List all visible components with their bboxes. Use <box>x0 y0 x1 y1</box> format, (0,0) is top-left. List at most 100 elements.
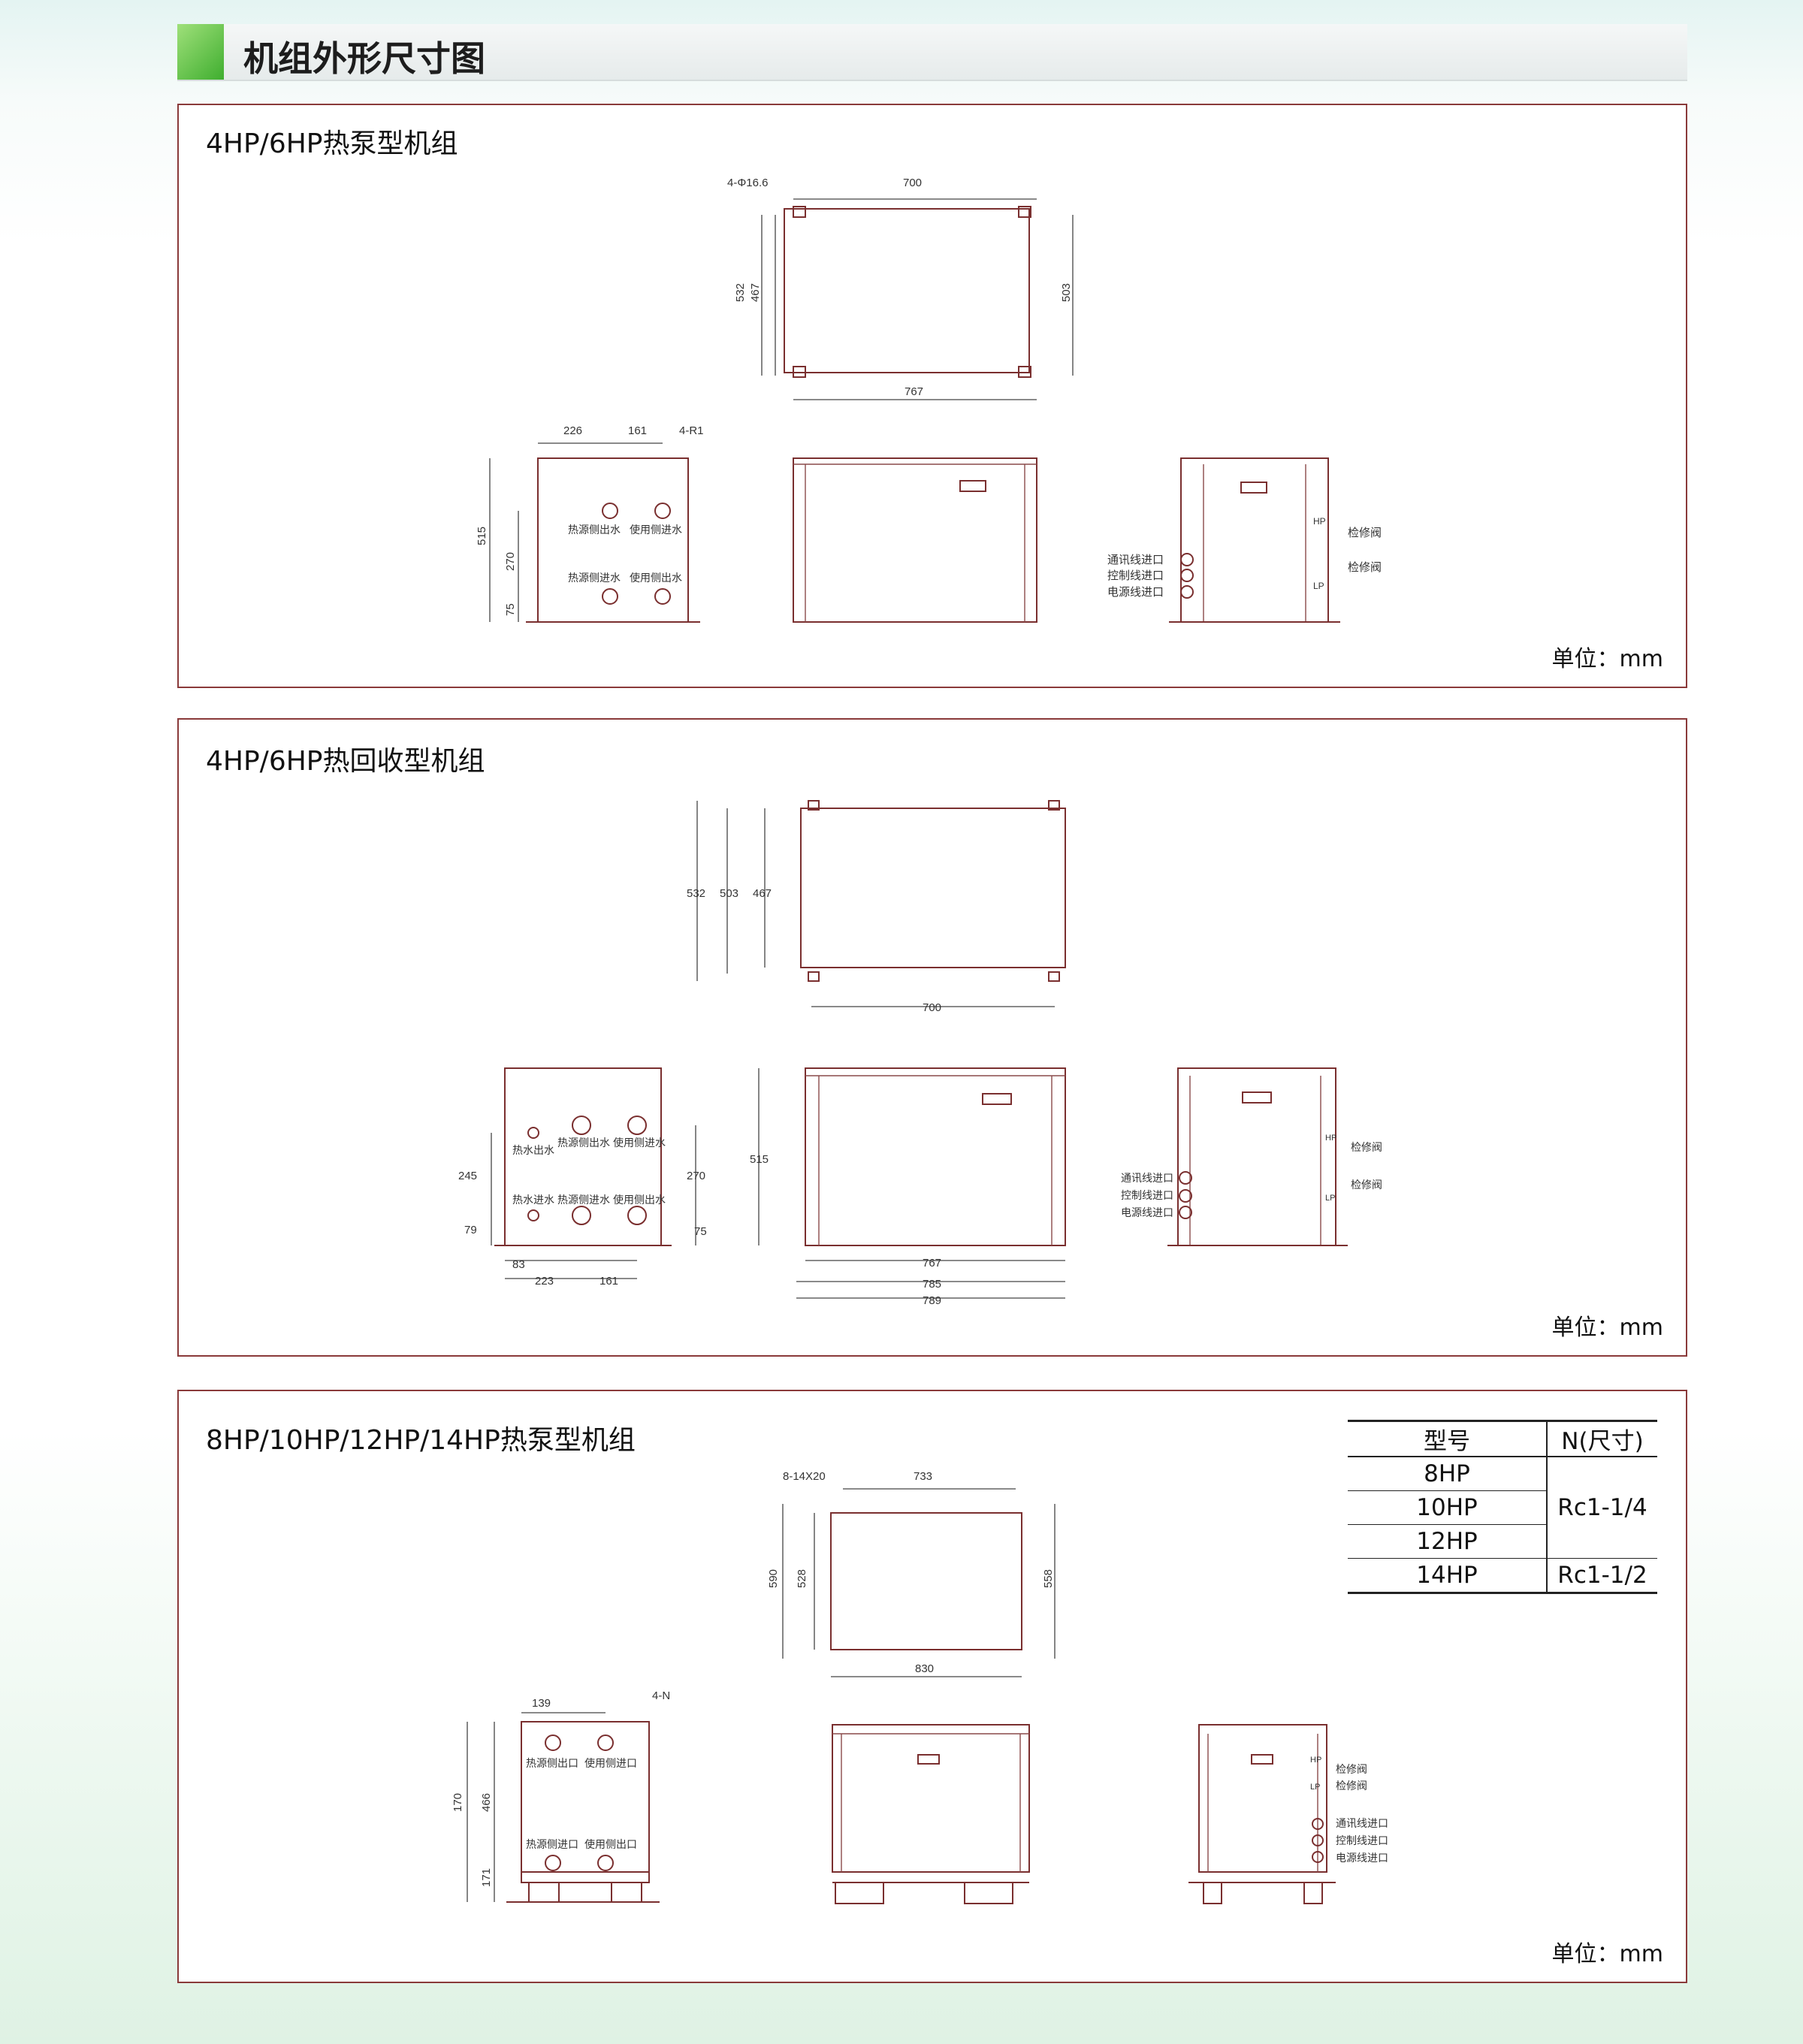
side-label: 检修阀 <box>1348 527 1382 539</box>
dim-label: 161 <box>599 1275 618 1288</box>
top-view: 4-Φ16.6 700 532 467 503 767 <box>727 177 1074 400</box>
port-label: 热源侧进口 <box>526 1838 578 1850</box>
dim-label: 733 <box>914 1470 932 1483</box>
side-label: 电源线进口 <box>1121 1206 1173 1218</box>
side-view <box>832 1724 1030 1904</box>
dim-label: 75 <box>694 1225 707 1238</box>
dim-label: 223 <box>535 1275 554 1288</box>
side-label: HP <box>1310 1756 1321 1765</box>
spec-header-model: 型号 <box>1348 1420 1548 1457</box>
port-label: 使用侧进水 <box>630 524 682 536</box>
dim-label: 270 <box>687 1170 705 1182</box>
dim-label: 515 <box>750 1153 769 1166</box>
side-label: 电源线进口 <box>1336 1852 1388 1864</box>
dim-label: 4-R1 <box>679 424 704 437</box>
dim-label: 226 <box>563 424 582 437</box>
dim-label: 79 <box>464 1224 477 1236</box>
drawing-heat-recovery-4-6hp: 532 503 467 700 245 270 79 75 83 223 161… <box>458 800 1382 1307</box>
end-view: 通讯线进口 控制线进口 电源线进口 检修阀 检修阀 HP LP <box>1121 1067 1382 1246</box>
side-label: LP <box>1325 1194 1335 1203</box>
panel-heat-recovery-4-6hp: 4HP/6HP热回收型机组 532 503 467 700 245 <box>177 718 1687 1357</box>
spec-size: Rc1-1/4 <box>1547 1457 1657 1559</box>
spec-model: 10HP <box>1348 1490 1548 1525</box>
end-view: 检修阀 检修阀 通讯线进口 控制线进口 电源线进口 HP LP <box>1188 1724 1388 1904</box>
dim-label: 270 <box>504 552 517 571</box>
front-view: 139 4-N 170 466 171 热源侧出口 使用侧进口 热源侧进口 使用… <box>452 1689 670 1903</box>
dim-label: 767 <box>923 1257 941 1270</box>
dim-label: 789 <box>923 1294 941 1307</box>
dim-label: 532 <box>687 887 705 900</box>
port-label: 热水进水 <box>512 1194 554 1206</box>
dim-label: 503 <box>720 887 738 900</box>
spec-size: Rc1-1/2 <box>1547 1558 1657 1594</box>
dim-label: 83 <box>512 1258 525 1271</box>
unit-label: 单位：mm <box>1551 1941 1663 1967</box>
side-label: LP <box>1310 1783 1320 1792</box>
panel-title: 4HP/6HP热回收型机组 <box>206 746 485 777</box>
unit-label: 单位：mm <box>1551 1315 1663 1341</box>
side-label: 检修阀 <box>1336 1780 1367 1792</box>
dim-label: 139 <box>532 1697 551 1710</box>
unit-label: 单位：mm <box>1551 646 1663 672</box>
port-label: 使用侧出水 <box>613 1194 666 1206</box>
port-label: 热源侧出口 <box>526 1757 578 1769</box>
dim-label: 785 <box>923 1278 941 1291</box>
port-label: 使用侧出水 <box>630 572 682 584</box>
port-label: 热源侧进水 <box>557 1194 610 1206</box>
port-label: 使用侧进水 <box>613 1137 666 1149</box>
side-label: 通讯线进口 <box>1107 554 1164 566</box>
drawing-heat-pump-8-14hp: 8-14X20 733 590 528 558 830 139 4-N 170 … <box>452 1470 1388 1904</box>
dim-label: 466 <box>480 1793 493 1812</box>
end-view: 通讯线进口 控制线进口 电源线进口 检修阀 检修阀 HP LP <box>1107 457 1382 623</box>
dim-label: 75 <box>504 603 517 616</box>
port-label: 热源侧进水 <box>568 572 621 584</box>
side-label: HP <box>1325 1134 1336 1143</box>
dim-label: 528 <box>796 1569 808 1588</box>
port-label: 使用侧出口 <box>584 1838 637 1850</box>
panel-heat-pump-4-6hp: 4HP/6HP热泵型机组 4-Φ16.6 700 532 467 503 767 <box>177 104 1687 688</box>
dim-label: 4-Φ16.6 <box>727 177 769 189</box>
dim-label: 161 <box>628 424 647 437</box>
spec-header-size: N(尺寸) <box>1547 1420 1657 1457</box>
port-label: 热源侧出水 <box>557 1137 610 1149</box>
top-view: 532 503 467 700 <box>687 800 1066 1014</box>
top-view: 8-14X20 733 590 528 558 830 <box>767 1470 1056 1677</box>
spec-model: 14HP <box>1348 1558 1548 1594</box>
dim-label: 700 <box>923 1001 941 1014</box>
side-label: 通讯线进口 <box>1336 1817 1388 1829</box>
side-label: 控制线进口 <box>1336 1834 1388 1846</box>
dim-label: 170 <box>452 1793 464 1812</box>
dim-label: 245 <box>458 1170 477 1182</box>
side-view <box>793 457 1037 623</box>
dim-label: 532 <box>734 283 747 302</box>
dim-label: 515 <box>476 527 488 545</box>
dim-label: 467 <box>753 887 772 900</box>
spec-model: 8HP <box>1348 1457 1548 1491</box>
page-title: 机组外形尺寸图 <box>243 38 485 79</box>
side-label: 检修阀 <box>1351 1141 1382 1153</box>
side-label: HP <box>1313 516 1326 527</box>
spec-model: 12HP <box>1348 1524 1548 1559</box>
dim-label: 590 <box>767 1569 780 1588</box>
dim-label: 4-N <box>652 1689 670 1702</box>
spec-table: 型号 N(尺寸) 8HP Rc1-1/4 10HP 12HP 14HP Rc1-… <box>1348 1420 1657 1594</box>
front-view: 245 270 79 75 83 223 161 热水出水 热源侧出水 使用侧进… <box>458 1067 707 1288</box>
side-label: 电源线进口 <box>1107 586 1164 599</box>
side-label: 通讯线进口 <box>1121 1172 1173 1184</box>
port-label: 热源侧出水 <box>568 524 621 536</box>
side-view: 515 767 785 789 <box>750 1067 1066 1307</box>
front-view: 226 161 4-R1 515 270 75 热源侧出水 使用侧进水 热源侧进… <box>476 424 704 623</box>
panel-heat-pump-8-14hp: 8HP/10HP/12HP/14HP热泵型机组 型号 N(尺寸) 8HP Rc1… <box>177 1390 1687 1983</box>
header-accent-bar <box>177 24 224 80</box>
side-label: 控制线进口 <box>1121 1189 1173 1201</box>
dim-label: 171 <box>480 1868 493 1887</box>
drawing-heat-pump-4-6hp: 4-Φ16.6 700 532 467 503 767 226 161 4-R1… <box>476 177 1382 623</box>
dim-label: 503 <box>1060 283 1073 302</box>
side-label: LP <box>1313 581 1324 591</box>
side-label: 控制线进口 <box>1107 569 1164 582</box>
dim-label: 767 <box>905 385 923 398</box>
port-label: 使用侧进口 <box>584 1757 637 1769</box>
side-label: 检修阀 <box>1348 561 1382 574</box>
side-label: 检修阀 <box>1351 1179 1382 1191</box>
page-header: 机组外形尺寸图 <box>177 24 1687 81</box>
